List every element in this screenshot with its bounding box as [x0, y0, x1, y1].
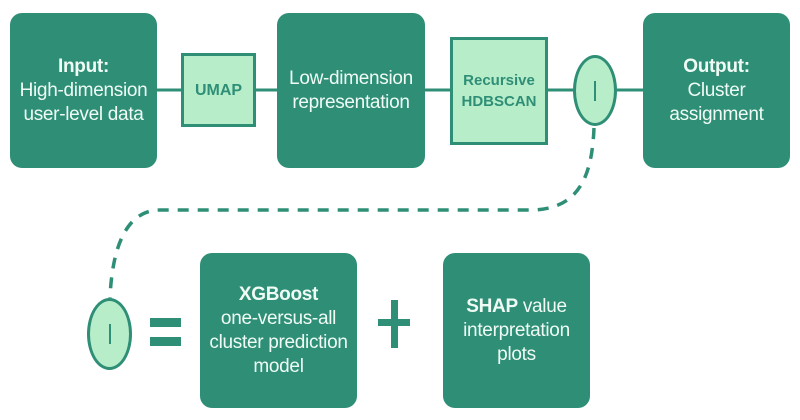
interpretation-node-top [573, 55, 617, 126]
umap-label: UMAP [194, 81, 243, 99]
dashed-expansion-link [108, 127, 596, 299]
shap-title-suffix: value [517, 295, 567, 317]
node-symbol-i [594, 80, 596, 101]
shap-box: SHAP value interpretation plots [443, 253, 590, 408]
output-line-1: Cluster [687, 79, 746, 101]
hdbscan-line-2: HDBSCAN [461, 93, 537, 110]
input-line-2: user-level data [23, 103, 144, 125]
output-line-2: assignment [669, 103, 764, 125]
shap-line-2: plots [497, 343, 536, 365]
low-dim-line-2: representation [292, 91, 410, 113]
equals-bar-bottom [150, 337, 181, 346]
umap-box: UMAP [181, 53, 256, 127]
output-title: Output: [683, 55, 750, 77]
hdbscan-line-1: Recursive [463, 72, 535, 89]
equals-bar-top [150, 318, 181, 327]
low-dimension-box: Low-dimension representation [277, 13, 425, 168]
interpretation-node-bottom [87, 298, 132, 370]
shap-title: SHAP [466, 295, 518, 317]
xgboost-line-3: model [253, 355, 304, 377]
input-title: Input: [58, 55, 109, 77]
low-dim-line-1: Low-dimension [289, 67, 413, 89]
shap-line-1: interpretation [463, 319, 570, 341]
xgboost-line-1: one-versus-all [220, 307, 337, 329]
node-symbol-i [108, 324, 111, 344]
hdbscan-box: Recursive HDBSCAN [450, 37, 548, 145]
xgboost-box: XGBoost one-versus-all cluster predictio… [200, 253, 357, 408]
xgboost-title: XGBoost [238, 283, 319, 305]
plus-bar-vertical [391, 300, 398, 348]
input-box: Input: High-dimension user-level data [10, 13, 157, 168]
output-box: Output: Cluster assignment [643, 13, 790, 168]
xgboost-line-2: cluster prediction [209, 331, 348, 353]
input-line-1: High-dimension [19, 79, 148, 101]
